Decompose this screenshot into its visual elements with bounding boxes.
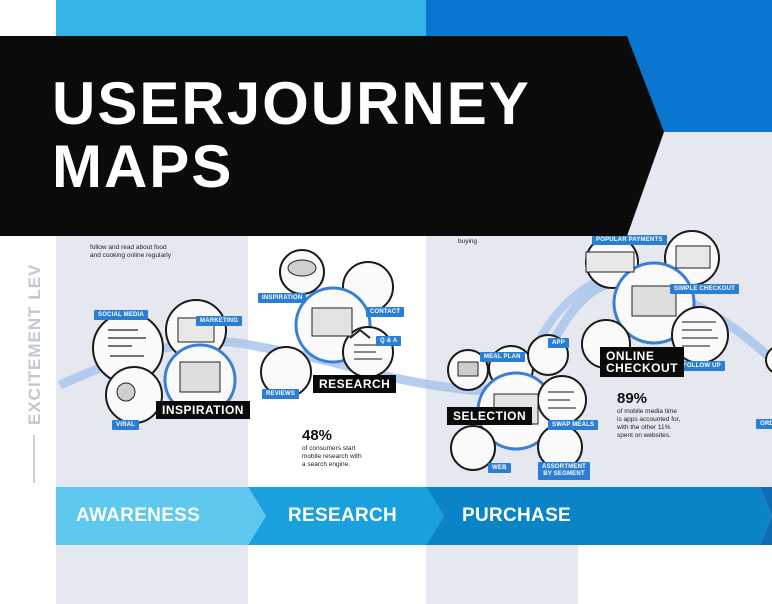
touchpoint-inspiration: INSPIRATION <box>258 293 307 303</box>
title-banner: USERJOURNEY MAPS <box>52 72 612 198</box>
tag-selection: SELECTION <box>447 407 533 425</box>
tag-inspiration: INSPIRATION <box>156 401 250 419</box>
tag-online-checkout-line-2: CHECKOUT <box>606 361 678 375</box>
touchpoint-contact: CONTACT <box>366 307 405 317</box>
stat-purchase-text: of mobile media time is apps accounted f… <box>617 408 707 440</box>
purchase-snippet: buying <box>458 238 478 245</box>
stage-bar-purchase <box>426 487 772 545</box>
touchpoint-reviews: REVIEWS <box>262 389 300 399</box>
selection-cluster <box>447 334 587 471</box>
stage-bar <box>56 487 772 545</box>
stat-purchase-line-3: with the other 11% <box>617 424 671 431</box>
title-line-1: USERJOURNEY <box>52 70 531 137</box>
awareness-snippet: follow and read about food and cooking o… <box>90 244 171 260</box>
touchpoint-marketing: MARKETING <box>196 316 243 326</box>
stat-purchase-line-1: of mobile media time <box>617 408 677 415</box>
touchpoint-assortment: ASSORTMENT BY SEGMENT <box>538 462 590 480</box>
touchpoint-viral: VIRAL <box>112 420 139 430</box>
touchpoint-assortment-line-2: BY SEGMENT <box>543 471 585 477</box>
touchpoint-meal-plan: MEAL PLAN <box>480 352 525 362</box>
stage-bar-next <box>760 487 772 545</box>
touchpoint-swap-meals: SWAP MEALS <box>548 420 599 430</box>
tag-online-checkout: ONLINE CHECKOUT <box>600 347 684 377</box>
stage-label-purchase: PURCHASE <box>462 505 572 526</box>
purchase-footer <box>426 545 578 604</box>
stat-purchase-value: 89% <box>617 390 648 407</box>
tag-research: RESEARCH <box>313 375 397 393</box>
tag-online-checkout-line-1: ONLINE <box>606 349 655 363</box>
checkout-cluster <box>581 230 772 373</box>
touchpoint-web: WEB <box>488 463 511 473</box>
stat-research-text: of consumers start mobile research with … <box>302 445 392 469</box>
stat-purchase-line-4: spent on websites. <box>617 432 671 439</box>
awareness-footer <box>56 545 248 604</box>
touchpoint-app: APP <box>548 338 569 348</box>
touchpoint-social-media: SOCIAL MEDIA <box>94 310 148 320</box>
touchpoint-popular-payments: POPULAR PAYMENTS <box>592 235 667 245</box>
touchpoint-qa: Q & A <box>376 336 402 346</box>
awareness-cluster <box>92 299 237 424</box>
stage-label-awareness: AWARENESS <box>76 505 201 526</box>
title-line-2: MAPS <box>52 133 234 200</box>
stat-research-line-2: mobile research with <box>302 453 362 460</box>
awareness-snippet-line-2: and cooking online regularly <box>90 252 171 259</box>
research-cluster <box>260 249 394 398</box>
awareness-snippet-line-1: follow and read about food <box>90 244 167 251</box>
touchpoint-follow-up: FOLLOW UP <box>679 361 725 371</box>
stat-purchase-line-2: is apps accounted for, <box>617 416 681 423</box>
stage-bar-awareness <box>56 487 266 545</box>
stat-research-line-3: a search engine. <box>302 461 351 468</box>
awareness-panel-top <box>56 0 426 36</box>
stage-label-research: RESEARCH <box>288 505 398 526</box>
touchpoint-ord: ORD <box>756 419 772 429</box>
touchpoint-assortment-line-1: ASSORTMENT <box>542 464 586 470</box>
touchpoint-simple-checkout: SIMPLE CHECKOUT <box>670 284 740 294</box>
title-banner-shape <box>0 36 664 236</box>
excitement-axis: EXCITEMENT LEV <box>22 245 46 483</box>
stat-research-value: 48% <box>302 427 333 444</box>
excitement-axis-label: EXCITEMENT LEV <box>25 264 44 425</box>
stat-research-line-1: of consumers start <box>302 445 356 452</box>
stage-bar-research <box>248 487 444 545</box>
